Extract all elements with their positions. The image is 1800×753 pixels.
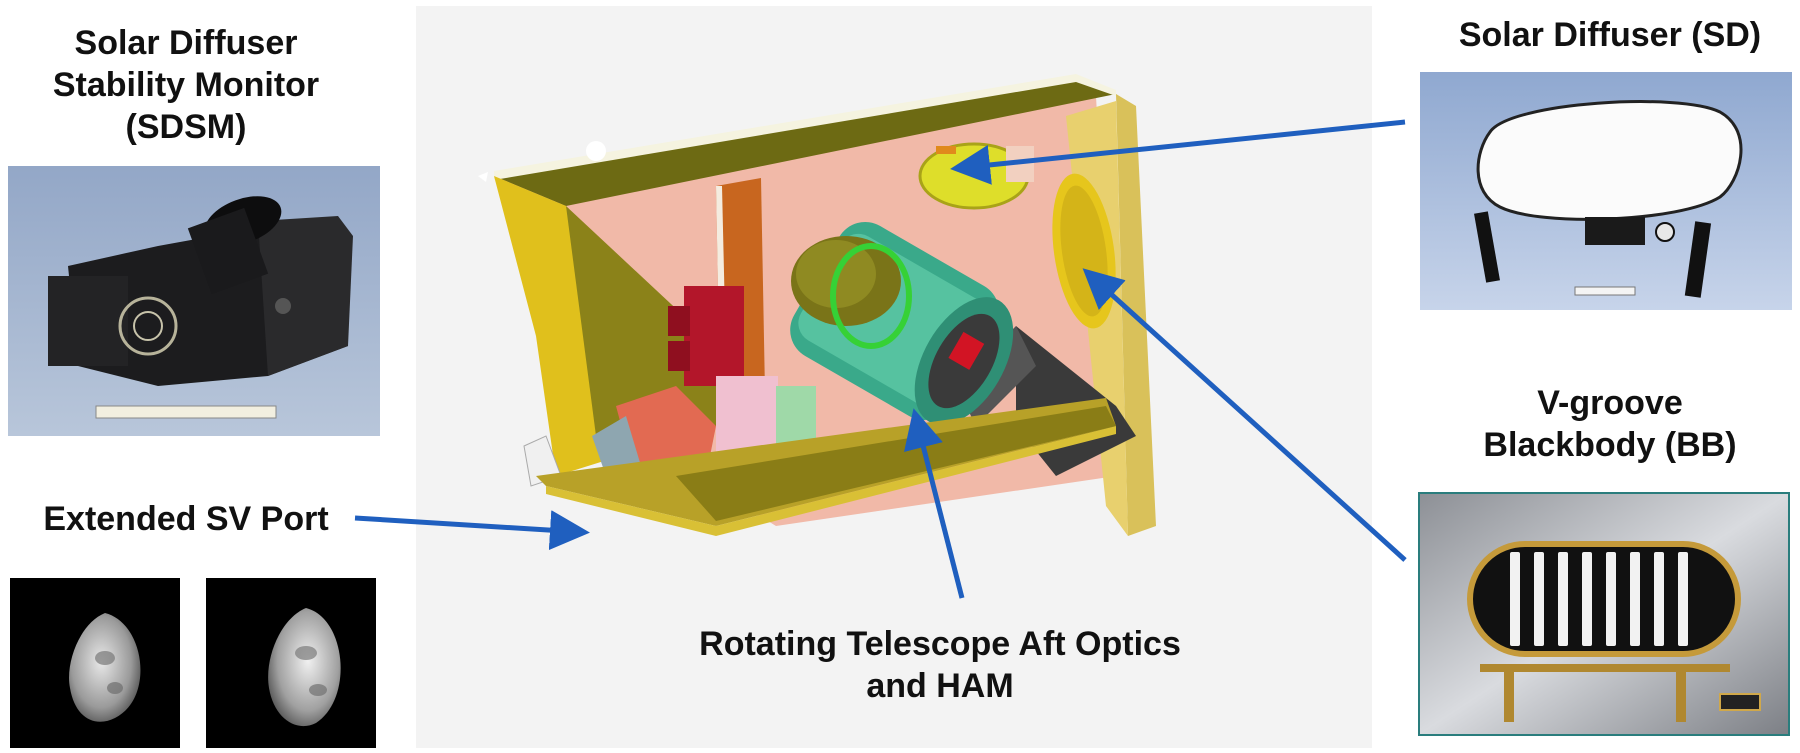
moon-image-2	[206, 578, 376, 748]
sd-label: Solar Diffuser (SD)	[1458, 16, 1762, 54]
moon-image-1	[10, 578, 180, 748]
bb-label-line-2: Blackbody (BB)	[1483, 426, 1737, 464]
bb-label: V-groove Blackbody (BB)	[1420, 382, 1800, 466]
sd-photo	[1420, 72, 1792, 310]
rta-label-line-1: Rotating Telescope Aft Optics	[699, 625, 1181, 663]
sdsm-photo	[8, 166, 380, 436]
sdsm-label-line-2: Stability Monitor	[52, 66, 320, 104]
sdsm-label-line-1: Solar Diffuser	[74, 24, 298, 62]
sdsm-label: Solar Diffuser Stability Monitor (SDSM)	[0, 22, 372, 148]
bb-photo	[1418, 492, 1790, 736]
rta-label: Rotating Telescope Aft Optics and HAM	[640, 623, 1240, 707]
sv-port-label: Extended SV Port	[43, 500, 329, 538]
sdsm-label-line-3: (SDSM)	[125, 108, 247, 146]
bb-label-line-1: V-groove	[1537, 384, 1683, 422]
rta-label-line-2: and HAM	[866, 667, 1014, 705]
